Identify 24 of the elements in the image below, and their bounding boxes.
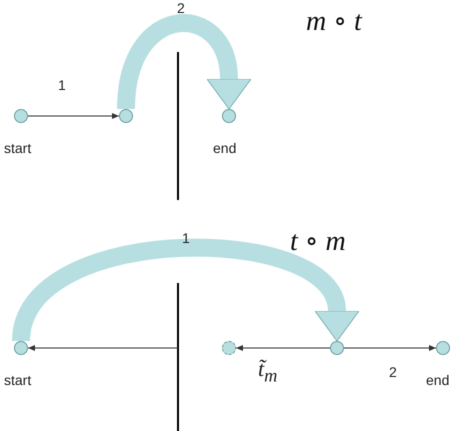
node-caption: end [426,372,450,388]
circle-node [330,341,344,355]
arrow [28,345,178,351]
edge-label: 2 [177,0,185,16]
node-caption: start [4,140,32,156]
curved-arrow [12,239,359,343]
arrow [344,345,436,351]
curved-arrow [117,14,252,110]
circle-node [14,341,28,355]
edge-label: 1 [58,77,66,93]
edge-label: t̃$_{m}$ [258,356,278,386]
dashed-circle [222,341,236,355]
arrow [28,113,120,119]
edge-label: 1 [182,230,190,246]
node-caption: end [213,140,236,156]
arrow [236,345,330,351]
node-caption: start [4,372,32,388]
circle-node [222,109,236,123]
circle-node [119,109,133,123]
circle-node [436,341,450,355]
edge-label: 2 [389,364,397,380]
formula-text: m ∘ t [306,5,362,38]
circle-node [14,109,28,123]
formula-text: t ∘ m [290,225,346,258]
